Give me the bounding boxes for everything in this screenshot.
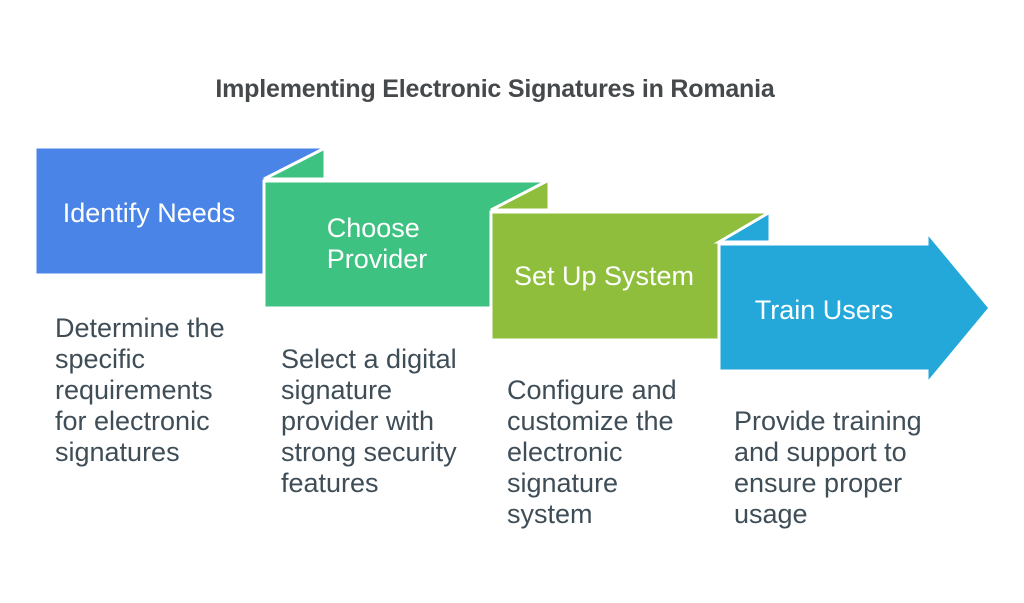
step-1-description-line: specific [55,344,145,374]
step-3-description-line: customize the [507,406,674,436]
step-1-description: Determine the specific requirements for … [55,313,232,467]
step-3-description-line: signature [507,468,618,498]
step-4-description-line: usage [734,499,808,529]
step-2-description-line: strong security [281,437,457,467]
step-1-description-line: for electronic [55,406,210,436]
step-2-description-line: provider with [281,406,434,436]
step-3-description: Configure and customize the electronic s… [507,375,684,529]
step-2-description-line: features [281,468,379,498]
step-3-fold [490,177,551,212]
step-4-arrow [717,227,992,389]
step-4-description-line: ensure proper [734,468,902,498]
step-4-description: Provide training and support to ensure p… [734,406,929,529]
step-1-description-line: signatures [55,437,180,467]
step-2-description-line: Select a digital [281,344,457,374]
step-2-label: Choose Provider [327,213,428,274]
page-title: Implementing Electronic Signatures in Ro… [215,75,775,103]
step-4-fold [713,209,772,244]
step-1-label: Identify Needs [63,198,236,228]
step-3-label: Set Up System [514,261,694,291]
step-2-label-line-1: Choose [327,213,420,243]
step-2-description-line: signature [281,375,392,405]
step-1-description-line: requirements [55,375,213,405]
step-4-description-line: and support to [734,437,907,467]
step-4-label: Train Users [755,295,894,325]
step-3-description-line: system [507,499,593,529]
step-4-description-line: Provide training [734,406,922,436]
step-3-description-line: electronic [507,437,623,467]
step-2-fold [263,145,327,181]
step-2-description: Select a digital signature provider with… [281,344,464,498]
step-1-description-line: Determine the [55,313,225,343]
step-3-description-line: Configure and [507,375,677,405]
step-2-label-line-2: Provider [327,244,428,274]
